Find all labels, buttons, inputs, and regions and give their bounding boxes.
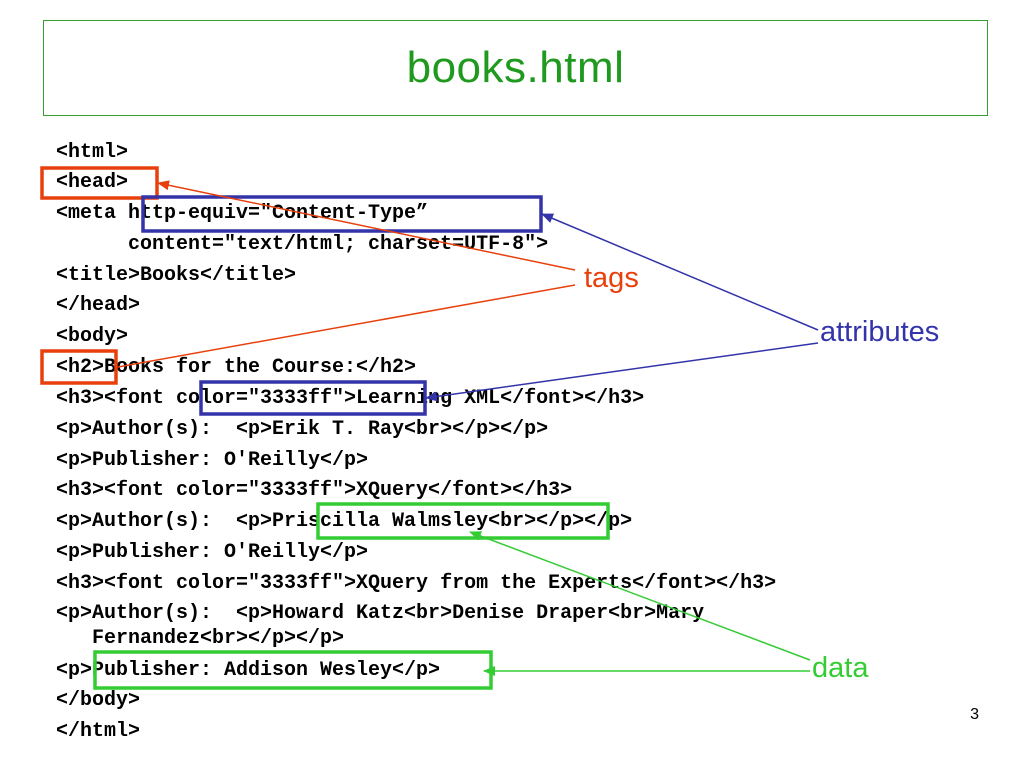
slide-title: books.html [406, 43, 625, 92]
code-line: </head> [56, 294, 141, 317]
tags-label: tags [584, 262, 639, 294]
code-line: </body> [56, 689, 141, 712]
title-box: books.html [43, 20, 988, 116]
data-label: data [812, 652, 869, 684]
code-line: content="text/html; charset=UTF-8"> [56, 233, 549, 256]
code-line: <h3><font color="3333ff">XQuery</font></… [56, 479, 573, 502]
code-line: <h2>Books for the Course:</h2> [56, 356, 417, 379]
code-line: <head> [56, 171, 129, 194]
code-line: <p>Author(s): <p>Erik T. Ray<br></p></p> [56, 418, 549, 441]
code-line: <body> [56, 325, 129, 348]
code-line: Fernandez<br></p></p> [80, 627, 345, 650]
page-number: 3 [970, 706, 979, 723]
attributes-label: attributes [820, 316, 940, 348]
code-line: <h3><font color="3333ff">XQuery from the… [56, 572, 777, 595]
code-line: </html> [56, 720, 141, 743]
code-line: <p>Publisher: O'Reilly</p> [56, 449, 369, 472]
code-line: <h3><font color="3333ff">Learning XML</f… [56, 387, 645, 410]
code-line: <html> [56, 141, 129, 164]
data-arrow-walmsley [469, 531, 811, 661]
code-line: <title>Books</title> [56, 264, 297, 287]
tags-arrow-h2 [117, 284, 576, 368]
code-line: <p>Author(s): <p>Howard Katz<br>Denise D… [56, 602, 705, 625]
code-line: <p>Publisher: O'Reilly</p> [56, 541, 369, 564]
code-line: <p>Publisher: Addison Wesley</p> [56, 659, 441, 682]
code-line: <meta http-equiv="Content-Type” [56, 202, 429, 225]
code-line: <p>Author(s): <p>Priscilla Walmsley<br><… [56, 510, 633, 533]
